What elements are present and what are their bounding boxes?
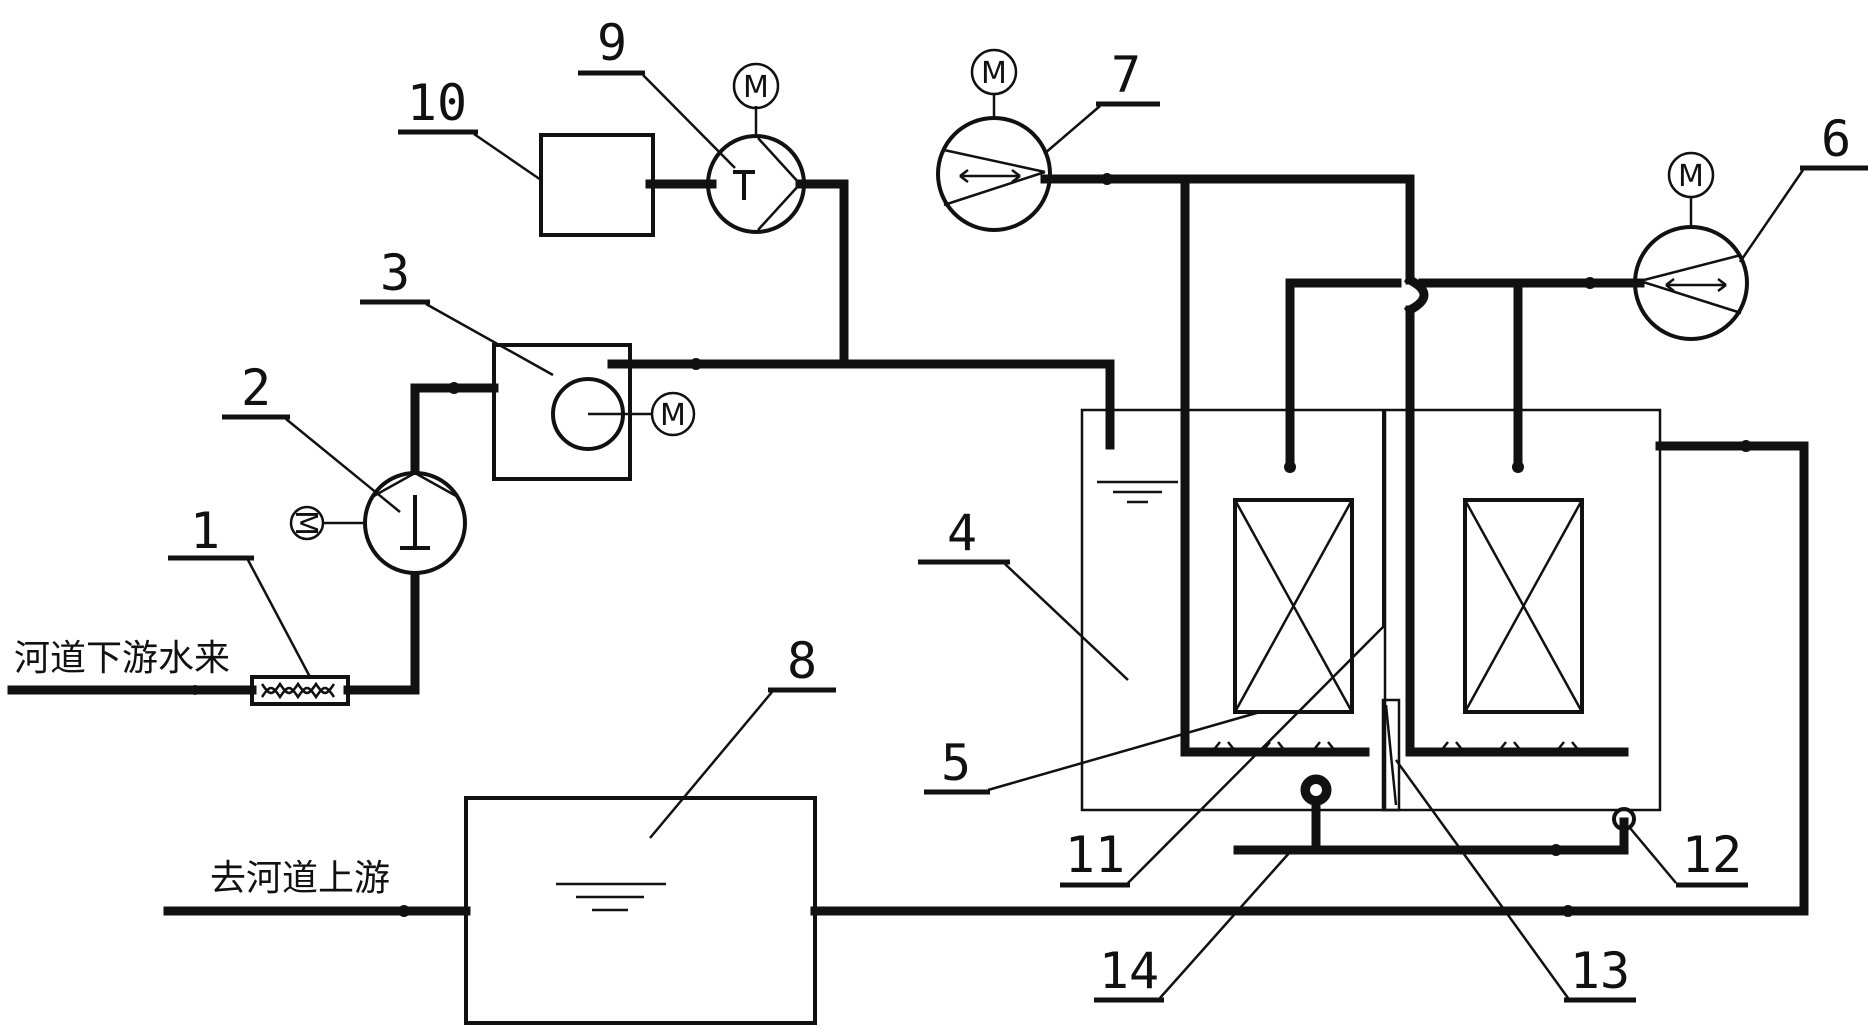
pipe-crossover (1403, 273, 1429, 317)
blower-casing (1633, 225, 1749, 341)
pipe-joint (1584, 277, 1596, 289)
pipe-joint (1512, 461, 1524, 473)
label-5: 5 (941, 734, 971, 792)
baffle-13 (1381, 698, 1401, 812)
blower-casing (936, 116, 1052, 232)
aerator-diffusers (1211, 741, 1581, 753)
tank-wall (464, 796, 817, 1025)
motor-label: M (288, 510, 323, 536)
mixer-3: M (492, 343, 696, 481)
pipe-joint (1101, 173, 1113, 185)
double-arrow (1665, 278, 1727, 292)
pipe-network (7, 173, 1809, 917)
pipe-joint (448, 382, 460, 394)
label-12: 12 (1682, 826, 1742, 884)
aerator-left-pipe (1180, 174, 1370, 757)
sludge-outlet-12 (1612, 807, 1636, 831)
reaction-tank-4 (1080, 408, 1662, 812)
membrane-module-right (1463, 498, 1584, 714)
motor-label: M (1678, 159, 1704, 194)
pump-symbol (733, 170, 755, 200)
mixer-box (492, 343, 632, 481)
label-14: 14 (1099, 942, 1159, 1000)
label-3: 3 (380, 244, 410, 302)
blower7-air-pipe (1040, 174, 1415, 285)
inlet-caption: 河道下游水来 (14, 638, 230, 679)
chemical-tank-10 (539, 133, 655, 237)
pipe-joint (398, 905, 410, 917)
pipe-joint (1562, 905, 1574, 917)
motor-circle (970, 48, 1018, 96)
pipe-joint (190, 685, 200, 695)
module-box (1233, 498, 1354, 714)
filter-1 (250, 675, 350, 706)
blower6-to-module-left (1285, 278, 1402, 472)
blower-vanes (1639, 253, 1742, 315)
blower-vanes (943, 148, 1046, 207)
pipe-joint (1284, 461, 1296, 473)
pipe-joint (1740, 440, 1752, 452)
baffle-hatch (1384, 704, 1398, 806)
pump-2: M (288, 471, 467, 575)
tank-outlet-pipe (810, 441, 1809, 916)
module-box (1463, 498, 1584, 714)
membrane-module-left (1233, 498, 1354, 714)
pipe-joint (1550, 844, 1562, 856)
outlet-caption: 去河道上游 (210, 858, 390, 899)
pump-impeller-lines (371, 471, 459, 499)
filter-body (250, 675, 350, 706)
motor-label: M (981, 56, 1007, 91)
motor-circle (650, 391, 696, 437)
pump-9: M (706, 62, 806, 234)
label-6: 6 (1821, 110, 1851, 168)
feed-to-tank-pipe (607, 359, 1115, 450)
tank-wall (1080, 408, 1662, 812)
pump-symbol (400, 495, 430, 550)
aerator-right-pipe (1405, 305, 1629, 757)
pipe-joint (690, 358, 702, 370)
label-7: 7 (1111, 46, 1141, 104)
pump-impeller-lines (757, 137, 802, 231)
motor-label: M (660, 398, 686, 433)
blower-6: M (1633, 151, 1749, 341)
motor-circle (732, 62, 780, 110)
label-8: 8 (787, 632, 817, 690)
module-cross (1233, 499, 1354, 713)
double-arrow (959, 169, 1021, 183)
motor-label: M (743, 70, 769, 105)
module-cross (1463, 499, 1584, 713)
sludge-collector-pipe (1233, 817, 1629, 855)
label-4: 4 (947, 504, 977, 562)
motor-circle (289, 505, 325, 541)
sludge-outlet-left-core (1310, 784, 1322, 796)
filter-to-pump-pipe (343, 573, 420, 695)
label-1: 1 (190, 502, 220, 560)
callouts: 1 2 3 4 5 6 7 8 9 10 (168, 14, 1868, 1003)
clear-water-tank-8 (464, 796, 817, 1025)
blower-7: M (936, 48, 1052, 232)
pump-to-dosing-pipe (410, 383, 499, 472)
chemical-pipe (795, 179, 849, 369)
pump-casing (706, 134, 806, 234)
label-13: 13 (1570, 942, 1630, 1000)
label-2: 2 (241, 359, 271, 417)
label-9: 9 (597, 14, 627, 72)
filter-mesh (260, 686, 336, 700)
label-11: 11 (1065, 826, 1125, 884)
motor-circle (1667, 151, 1715, 199)
label-10: 10 (407, 74, 467, 132)
